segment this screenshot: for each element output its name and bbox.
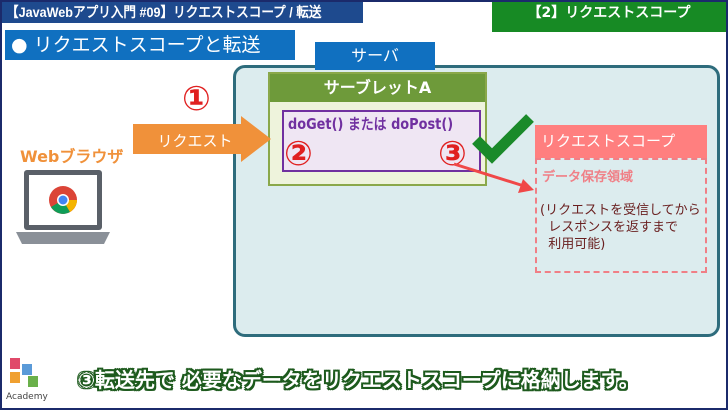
method-label: doGet() または doPost() — [288, 115, 454, 133]
server-label: サーバ — [315, 42, 435, 70]
request-scope-title: リクエストスコープ — [535, 125, 707, 158]
method-box: doGet() または doPost() — [282, 110, 481, 172]
browser-label: Webブラウザ — [20, 147, 124, 166]
logo-text: Academy — [6, 392, 48, 402]
servlet-a-title: サーブレットA — [270, 74, 485, 102]
video-title: 【JavaWebアプリ入門 #09】リクエストスコープ / 転送 — [6, 4, 322, 20]
step-1: ① — [182, 79, 211, 119]
laptop-icon — [16, 170, 110, 244]
bocp-logo — [10, 358, 38, 387]
subtitle-caption: ③転送先で 必要なデータをリクエストスコープに格納します。 — [78, 368, 639, 392]
request-scope-box: データ保存領域 (リクエストを受信してから レスポンスを返すまで 利用可能) — [535, 158, 707, 273]
step-2: ② — [284, 134, 313, 174]
scope-description: (リクエストを受信してから レスポンスを返すまで 利用可能) — [540, 203, 701, 252]
request-label: リクエスト — [157, 132, 233, 150]
chapter-label: 【2】リクエストスコープ — [492, 2, 726, 32]
request-arrow-icon — [133, 116, 271, 162]
title-bar: 【JavaWebアプリ入門 #09】リクエストスコープ / 転送 — [2, 2, 363, 23]
servlet-a-box: サーブレットA doGet() または doPost() — [268, 72, 487, 186]
storage-label: データ保存領域 — [542, 170, 634, 185]
checkmark-icon — [472, 114, 534, 164]
store-arrow-icon — [453, 162, 534, 193]
section-heading: ● リクエストスコープと転送 — [5, 30, 295, 60]
chrome-icon — [49, 186, 77, 214]
